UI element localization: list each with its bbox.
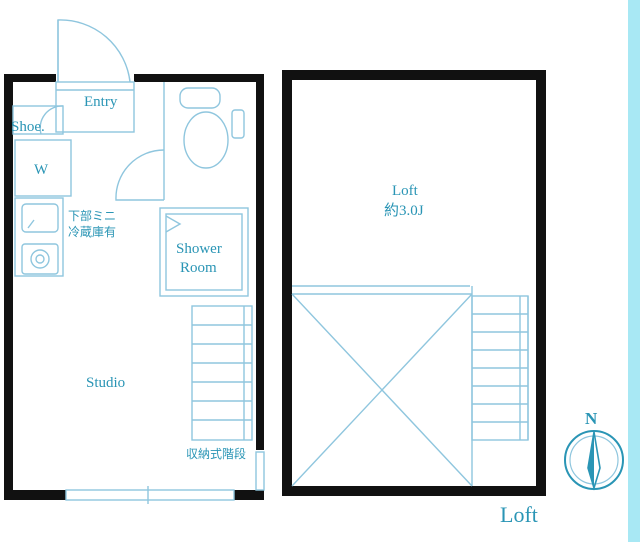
shoe-label: Shoe. bbox=[11, 119, 45, 135]
shower-label-line2: Room bbox=[180, 260, 217, 276]
window-bottom bbox=[65, 489, 235, 501]
wall-bottom-right bbox=[234, 490, 264, 500]
washer-label: W bbox=[34, 162, 49, 178]
entry-label: Entry bbox=[84, 94, 118, 110]
loft-wall-left bbox=[282, 70, 292, 496]
fridge-label-line2: 冷蔵庫有 bbox=[68, 225, 116, 239]
shower-label-line1: Shower bbox=[176, 241, 222, 257]
window-right bbox=[255, 451, 265, 491]
loft-caption: Loft bbox=[500, 502, 538, 527]
washer-space bbox=[14, 139, 72, 197]
toilet-door bbox=[115, 149, 165, 201]
loft-wall-top bbox=[282, 70, 546, 80]
right-edge-accent bbox=[628, 0, 640, 542]
fridge-label-line1: 下部ミニ bbox=[68, 208, 116, 223]
kitchen-counter bbox=[14, 197, 64, 277]
loft-room-label: Loft bbox=[392, 183, 419, 199]
wall-left bbox=[4, 74, 13, 500]
loft-void bbox=[291, 285, 473, 487]
shower-room bbox=[159, 207, 249, 297]
studio-unit: Entry Shoe. W 下部ミニ 冷蔵庫有 Shower Room bbox=[4, 19, 265, 504]
loft-size-label: 約3.0J bbox=[384, 202, 424, 219]
loft-wall-bottom bbox=[282, 486, 546, 496]
toilet-bowl-icon bbox=[183, 111, 229, 169]
entry-door bbox=[57, 19, 131, 83]
studio-label: Studio bbox=[86, 375, 125, 391]
wall-right-upper bbox=[256, 74, 264, 450]
wall-top-left bbox=[4, 74, 56, 82]
loft-unit: Loft 約3.0J bbox=[282, 70, 546, 496]
loft-wall-right bbox=[536, 70, 546, 496]
wall-bottom-left bbox=[4, 490, 66, 500]
loft-stairs bbox=[471, 295, 529, 441]
stove-icon bbox=[21, 243, 59, 275]
storage-stairs bbox=[191, 305, 253, 441]
sink-icon bbox=[21, 203, 59, 233]
toilet-paper-icon bbox=[231, 109, 245, 139]
toilet-tank-icon bbox=[179, 87, 221, 109]
compass-label: N bbox=[585, 409, 598, 428]
shoe-cabinet bbox=[12, 105, 64, 135]
wall-top-right bbox=[134, 74, 264, 82]
storage-stairs-label: 収納式階段 bbox=[186, 446, 246, 461]
north-compass-icon bbox=[564, 430, 624, 491]
